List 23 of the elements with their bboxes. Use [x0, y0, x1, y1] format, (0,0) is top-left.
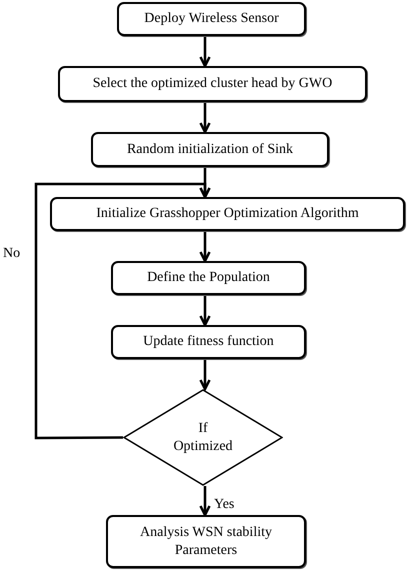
- process-box: [111, 325, 306, 359]
- arrow: [34, 182, 211, 440]
- process-box: [50, 197, 405, 231]
- step-text: If Optimized: [172, 420, 234, 456]
- arrow: [199, 359, 211, 390]
- process-box: [111, 261, 306, 295]
- step-text: Deploy Wireless Sensor: [144, 10, 279, 28]
- arrow: [199, 36, 211, 68]
- arrow: [199, 231, 211, 262]
- step-text: Random initialization of Sink: [126, 140, 294, 158]
- arrow: [199, 295, 211, 326]
- step-text: Update fitness function: [143, 333, 274, 351]
- step-text: Select the optimized cluster head by GWO: [92, 75, 332, 93]
- arrow: [199, 102, 211, 134]
- process-box: [117, 2, 306, 36]
- process-box: [91, 132, 329, 167]
- decision-diamond: [123, 389, 283, 486]
- process-box: [106, 515, 306, 568]
- step-text: Analysis WSN stability Parameters: [139, 524, 273, 560]
- step-text: Initialize Grasshopper Optimization Algorithm: [96, 205, 359, 223]
- arrow: [199, 486, 211, 516]
- process-box: [58, 66, 367, 102]
- step-text: Define the Population: [147, 269, 270, 287]
